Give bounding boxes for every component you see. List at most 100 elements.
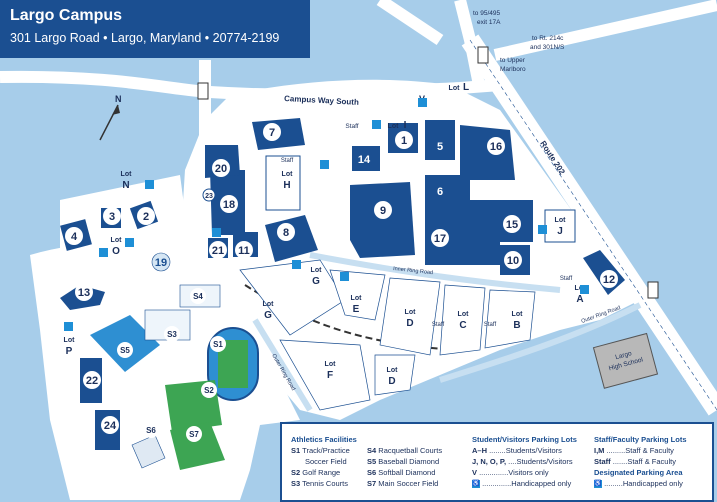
handicap-icon (320, 160, 329, 169)
lot-d2-area (374, 354, 416, 396)
building-label-19: 19 (155, 257, 167, 269)
badge-bg (210, 336, 226, 352)
staff-label: Staff (560, 276, 573, 282)
lot-c-area (439, 284, 486, 356)
facility-label-s4: S4 (193, 292, 203, 301)
legend-athletics: Athletics Facilities S1 Track/Practice S… (291, 434, 357, 489)
north-arrow-icon (99, 104, 120, 141)
staff-label: Staff (281, 158, 294, 164)
facility-label-s3: S3 (167, 330, 177, 339)
lot-f-letter: F (327, 370, 333, 381)
largo-hs-label-1: Largo (615, 350, 633, 361)
building-label-24: 24 (104, 420, 117, 432)
handicap-icon: ♿ (472, 480, 480, 489)
legend-code: V (472, 468, 478, 477)
legend-item: S5 Baseball Diamond (367, 456, 442, 467)
legend-code: S5 (367, 457, 377, 466)
lot-o-letter: O (112, 246, 120, 257)
legend-item: S4 Racquetball Courts (367, 445, 442, 456)
handicap-icon (580, 285, 589, 294)
building-label-5: 5 (437, 141, 443, 153)
badge-bg (209, 241, 227, 259)
to-214-label: to Rt. 214c (532, 35, 564, 42)
lot-j-letter: J (557, 226, 563, 237)
lot-f-word: Lot (325, 361, 337, 368)
legend-name: Racquetball Courts (378, 446, 443, 455)
north-label: N (115, 94, 122, 104)
badge-bg (137, 207, 155, 225)
badge-bg (65, 227, 83, 245)
legend-name: Tennis Courts (302, 479, 348, 488)
lot-a-letter: A (576, 294, 583, 305)
badge-bg (143, 422, 159, 438)
building-label-6: 6 (437, 186, 443, 198)
building-label-20: 20 (215, 163, 227, 175)
lot-g-word: Lot (311, 267, 323, 274)
largo-high-school (592, 332, 659, 389)
badge-bg (395, 131, 413, 149)
inner-ring-label: Inner Ring Road (393, 266, 433, 276)
inner-ring-road (309, 252, 561, 293)
lot-c-letter: C (459, 320, 466, 331)
handicap-icon (99, 248, 108, 257)
legend-name: Students/Visitors (505, 446, 562, 455)
badge-bg (75, 283, 93, 301)
handicap-icon (340, 272, 349, 281)
facility-label-s2: S2 (204, 386, 214, 395)
staff-label: Staff (484, 322, 497, 328)
legend-designated-title: Designated Parking Area (594, 468, 683, 477)
facility-label-s1: S1 (213, 340, 223, 349)
facility-label-s7: S7 (189, 430, 199, 439)
lot-b-area (484, 289, 536, 349)
legend-code: S3 (291, 479, 301, 488)
lot-g-letter: G (312, 276, 320, 287)
campus-way-label: Campus Way South (284, 94, 359, 107)
traffic-lights (197, 46, 659, 299)
building-label-1: 1 (401, 135, 407, 147)
handicap-icon (538, 225, 547, 234)
map-legend: Athletics Facilities S1 Track/Practice S… (280, 422, 714, 502)
handicap-icon (145, 180, 154, 189)
legend-code: A–H (472, 446, 488, 455)
lot-n-letter: N (122, 180, 129, 191)
handicap-icon (212, 228, 221, 237)
badge-bg (151, 252, 171, 272)
building-14 (352, 146, 380, 171)
lot-d2-word: Lot (387, 367, 399, 374)
handicap-icon (125, 238, 134, 247)
building-label-9: 9 (380, 205, 386, 217)
building-label-8: 8 (283, 227, 289, 239)
legend-name: Baseball Diamond (378, 457, 440, 466)
legend-name: Handicapped only (511, 479, 572, 488)
lot-d2-letter: D (388, 376, 395, 387)
building-label-16: 16 (490, 141, 502, 153)
marlboro-label: Marlboro (500, 66, 526, 73)
badge-bg (263, 123, 281, 141)
legend-student-title: Student/Visitors Parking Lots (472, 435, 577, 444)
staff-label: Staff (345, 123, 358, 130)
parking-lots (239, 259, 536, 411)
legend-name: Soccer Field (305, 457, 347, 466)
legend-item: ♿ ..............Handicapped only (472, 479, 572, 489)
facility-labels: S5 S1 S2 S3 S4 S6 S7 (117, 288, 226, 442)
legend-item: S1 Track/Practice (291, 445, 357, 456)
legend-name: Students/Visitors (516, 457, 573, 466)
building-label-14: 14 (358, 154, 371, 166)
building-label-21: 21 (212, 245, 224, 257)
building-label-15: 15 (506, 219, 518, 231)
route202-road (461, 34, 717, 416)
badge-bg (190, 288, 206, 304)
badge-bg (503, 215, 521, 233)
badge-bg (164, 326, 180, 342)
legend-name: Main Soccer Field (378, 479, 439, 488)
legend-name: Track/Practice (302, 446, 350, 455)
legend-item: S7 Main Soccer Field (367, 478, 442, 489)
lot-d-letter: D (406, 318, 413, 329)
building-label-11: 11 (238, 245, 250, 257)
building-17 (425, 200, 500, 265)
lot-o-word: Lot (111, 237, 123, 244)
legend-item: V ..............Visitors only (472, 468, 549, 477)
lot-d-word: Lot (405, 309, 417, 316)
lot-labels: Lot A Lot B Lot C Lot D Lot D Lot E Lot … (64, 82, 587, 387)
campus-address: 301 Largo Road • Largo, Maryland • 20774… (10, 31, 280, 45)
